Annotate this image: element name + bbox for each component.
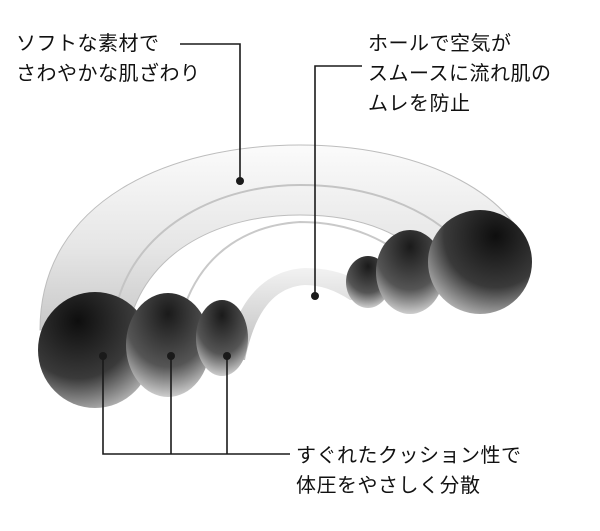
callout-dot-softness — [236, 177, 244, 185]
cushion-inner-arch — [225, 268, 380, 360]
callout-dot-cushion-1 — [99, 352, 107, 360]
callout-softness-line1: ソフトな素材で — [16, 31, 160, 55]
callout-label-cushion: すぐれたクッション性で 体圧をやさしく分散 — [296, 440, 522, 500]
callout-dot-holes — [311, 292, 319, 300]
callout-dot-cushion-2 — [167, 352, 175, 360]
callout-dot-cushion-3 — [223, 352, 231, 360]
tube-end-right-2 — [376, 230, 444, 314]
callout-holes-line1: ホールで空気が — [368, 31, 512, 55]
callout-holes-line2: スムースに流れ肌の — [368, 61, 552, 85]
seam-line-1 — [117, 183, 471, 301]
callout-line-holes — [314, 65, 362, 295]
tube-end-right-3 — [428, 210, 532, 314]
tube-end-left-1 — [38, 292, 152, 408]
tube-end-left-2 — [126, 293, 210, 397]
tube-end-left-3 — [196, 300, 248, 376]
callout-cushion-line2: 体圧をやさしく分散 — [296, 473, 481, 497]
callout-cushion-line1: すぐれたクッション性で — [296, 443, 522, 467]
callout-label-softness: ソフトな素材で さわやかな肌ざわり — [16, 28, 201, 88]
callout-holes-line3: ムレを防止 — [368, 91, 471, 115]
callout-softness-line2: さわやかな肌ざわり — [16, 61, 201, 85]
callout-label-holes: ホールで空気が スムースに流れ肌の ムレを防止 — [368, 28, 552, 118]
callout-line-softness — [180, 43, 241, 180]
